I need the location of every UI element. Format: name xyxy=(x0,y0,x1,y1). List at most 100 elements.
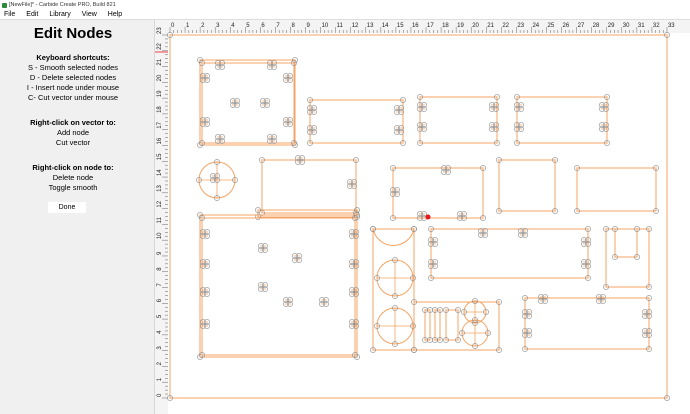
node-handle[interactable] xyxy=(585,226,591,232)
node-handle[interactable] xyxy=(514,102,520,108)
node-handle[interactable] xyxy=(234,102,240,108)
node-handle[interactable] xyxy=(526,309,532,315)
node-handle[interactable] xyxy=(518,106,524,112)
node-handle[interactable] xyxy=(291,140,297,146)
node-handle[interactable] xyxy=(287,117,293,123)
node-handle[interactable] xyxy=(204,117,210,123)
node-handle[interactable] xyxy=(295,159,301,165)
node-handle[interactable] xyxy=(214,177,220,183)
node-handle[interactable] xyxy=(542,298,548,304)
node-handle[interactable] xyxy=(428,226,434,232)
vector-path[interactable] xyxy=(169,34,668,399)
node-handle[interactable] xyxy=(283,301,289,307)
node-handle[interactable] xyxy=(262,286,268,292)
node-handle[interactable] xyxy=(283,77,289,83)
node-handle[interactable] xyxy=(432,263,438,269)
menu-edit[interactable]: Edit xyxy=(26,11,39,18)
node-handle[interactable] xyxy=(482,232,488,238)
node-handle[interactable] xyxy=(518,228,524,234)
node-handle[interactable] xyxy=(394,105,400,111)
node-handle[interactable] xyxy=(574,165,580,171)
node-handle[interactable] xyxy=(210,173,216,179)
node-handle[interactable] xyxy=(478,232,484,238)
node-handle[interactable] xyxy=(267,60,273,66)
node-handle[interactable] xyxy=(585,237,591,243)
node-handle[interactable] xyxy=(167,395,173,401)
node-handle[interactable] xyxy=(421,102,427,108)
node-handle[interactable] xyxy=(199,60,205,66)
node-handle[interactable] xyxy=(351,183,357,189)
node-handle[interactable] xyxy=(482,228,488,234)
node-handle[interactable] xyxy=(323,301,329,307)
node-handle[interactable] xyxy=(167,32,173,38)
node-handle[interactable] xyxy=(518,126,524,132)
node-handle[interactable] xyxy=(417,102,423,108)
node-handle[interactable] xyxy=(596,294,602,300)
node-handle[interactable] xyxy=(604,140,610,146)
node-handle[interactable] xyxy=(417,126,423,132)
node-handle[interactable] xyxy=(351,179,357,185)
node-handle[interactable] xyxy=(600,298,606,304)
node-handle[interactable] xyxy=(292,57,298,63)
node-handle[interactable] xyxy=(353,157,359,163)
node-handle[interactable] xyxy=(437,337,443,343)
node-handle[interactable] xyxy=(353,291,359,297)
node-handle[interactable] xyxy=(200,233,206,239)
node-handle[interactable] xyxy=(445,169,451,175)
node-handle[interactable] xyxy=(634,254,640,260)
node-handle[interactable] xyxy=(437,307,443,313)
node-handle[interactable] xyxy=(526,332,532,338)
vector-path[interactable] xyxy=(445,309,459,341)
node-handle[interactable] xyxy=(267,138,273,144)
node-handle[interactable] xyxy=(215,138,221,144)
node-handle[interactable] xyxy=(200,121,206,127)
node-handle[interactable] xyxy=(642,328,648,334)
node-handle[interactable] xyxy=(398,109,404,115)
node-handle[interactable] xyxy=(353,229,359,235)
node-handle[interactable] xyxy=(200,73,206,79)
node-handle[interactable] xyxy=(394,129,400,135)
node-handle[interactable] xyxy=(494,94,500,100)
node-handle[interactable] xyxy=(428,237,434,243)
node-handle[interactable] xyxy=(581,241,587,247)
node-handle[interactable] xyxy=(291,60,297,66)
node-handle[interactable] xyxy=(374,275,380,281)
node-handle[interactable] xyxy=(581,263,587,269)
node-handle[interactable] xyxy=(400,97,406,103)
node-handle[interactable] xyxy=(349,233,355,239)
vector-path[interactable] xyxy=(614,228,638,258)
node-handle[interactable] xyxy=(417,215,423,221)
node-handle[interactable] xyxy=(292,257,298,263)
node-handle[interactable] xyxy=(323,297,329,303)
menu-file[interactable]: File xyxy=(4,11,16,18)
node-handle[interactable] xyxy=(489,122,495,128)
vector-path[interactable] xyxy=(524,297,650,350)
node-handle[interactable] xyxy=(599,102,605,108)
node-handle[interactable] xyxy=(255,214,261,220)
node-handle[interactable] xyxy=(496,157,502,163)
node-handle[interactable] xyxy=(646,346,652,352)
node-handle[interactable] xyxy=(197,142,203,148)
node-handle[interactable] xyxy=(603,106,609,112)
node-handle[interactable] xyxy=(514,126,520,132)
node-handle[interactable] xyxy=(522,313,528,319)
vector-path[interactable] xyxy=(201,62,295,144)
node-handle[interactable] xyxy=(480,165,486,171)
node-handle[interactable] xyxy=(514,140,520,146)
node-handle[interactable] xyxy=(634,226,640,232)
node-handle[interactable] xyxy=(432,237,438,243)
node-handle[interactable] xyxy=(596,298,602,304)
node-handle[interactable] xyxy=(646,332,652,338)
node-handle[interactable] xyxy=(603,226,609,232)
node-handle[interactable] xyxy=(428,263,434,269)
node-handle[interactable] xyxy=(200,117,206,123)
node-handle[interactable] xyxy=(287,73,293,79)
node-handle[interactable] xyxy=(612,226,618,232)
node-handle[interactable] xyxy=(258,282,264,288)
node-handle[interactable] xyxy=(349,229,355,235)
node-handle[interactable] xyxy=(390,215,396,221)
node-handle[interactable] xyxy=(522,232,528,238)
node-handle[interactable] xyxy=(349,291,355,297)
node-handle[interactable] xyxy=(319,301,325,307)
node-handle[interactable] xyxy=(664,395,670,401)
